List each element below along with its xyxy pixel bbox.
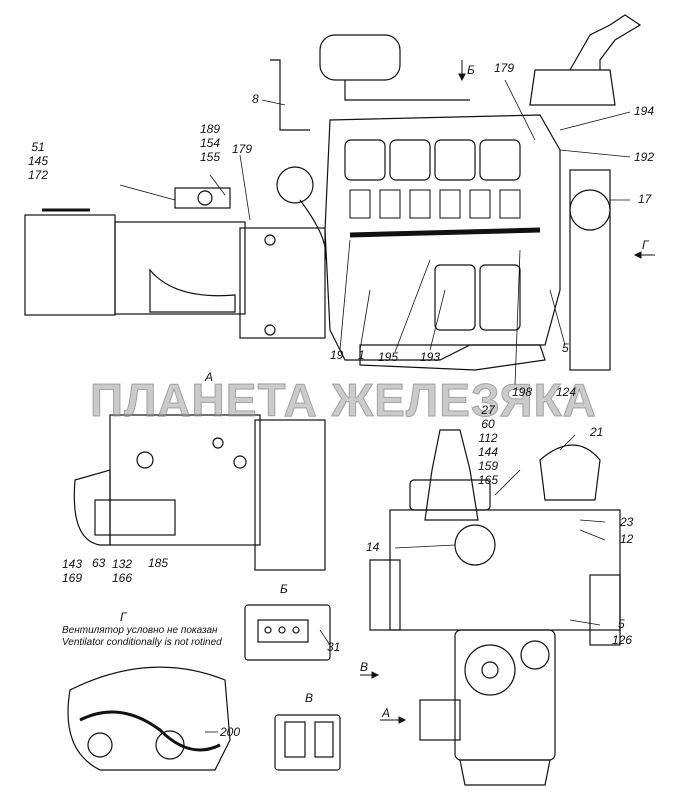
callout-stack-51: 51 145 172: [28, 140, 48, 182]
view-v-detail: [274, 714, 341, 771]
callout-stack-132: 132 166: [112, 557, 132, 585]
view-label-g-small: Г: [120, 610, 127, 624]
callout-21: 21: [590, 425, 604, 439]
callout-200: 200: [220, 725, 241, 739]
view-label-g-side: Г: [642, 238, 649, 252]
callout-stack-143: 143 169: [62, 557, 82, 585]
fuel-filter-1: [434, 264, 476, 331]
view-arrow-label-a: А: [382, 706, 391, 720]
fan-shroud: [569, 169, 611, 371]
callout-185: 185: [148, 556, 169, 570]
callout-179-left: 179: [232, 142, 253, 156]
callout-stack-189: 189 154 155: [200, 122, 220, 164]
callout-154: 154: [200, 136, 221, 150]
view-g-detail: [67, 666, 231, 771]
callout-179-right: 179: [494, 61, 515, 75]
callout-14: 14: [366, 540, 380, 554]
turbocharger: [276, 166, 314, 204]
view-label-b-small: Б: [280, 582, 288, 596]
callout-145: 145: [28, 154, 49, 168]
view-label-v-small: В: [305, 691, 314, 705]
callout-126: 126: [612, 633, 633, 647]
view-a-valve: [94, 499, 176, 536]
callout-51: 51: [31, 140, 45, 154]
fan-note-ru: Вентилятор условно не показан: [62, 625, 218, 636]
callout-124: 124: [556, 385, 577, 399]
shift-boot-base: [529, 69, 616, 106]
callout-189: 189: [200, 122, 221, 136]
fan-note: Вентилятор условно не показан Ventilator…: [62, 625, 222, 649]
air-cleaner: [319, 34, 401, 81]
fuel-filter-2: [479, 264, 521, 331]
front-air-cleaner: [539, 444, 601, 501]
oil-pan: [359, 344, 546, 371]
callout-195: 195: [378, 350, 399, 364]
callout-169: 169: [62, 571, 83, 585]
view-label-a: А: [205, 370, 214, 384]
callout-19: 19: [330, 348, 344, 362]
view-label-b-top: Б: [467, 63, 475, 77]
callout-193: 193: [420, 350, 441, 364]
view-b-detail: [244, 604, 331, 661]
callout-1: 1: [358, 348, 365, 362]
callout-63: 63: [92, 556, 106, 570]
callout-144: 144: [478, 445, 499, 459]
front-engine-block: [389, 509, 621, 631]
callout-23: 23: [620, 515, 634, 529]
callout-172: 172: [28, 168, 49, 182]
gearbox-end-housing: [24, 214, 116, 316]
callout-143: 143: [62, 557, 83, 571]
watermark-text: ПЛАНЕТА ЖЕЛЕЗЯКА: [90, 374, 597, 427]
callout-192: 192: [634, 150, 655, 164]
callout-8: 8: [252, 92, 259, 106]
callout-112: 112: [478, 431, 498, 445]
callout-31: 31: [327, 640, 341, 654]
gearbox-housing: [114, 221, 246, 315]
callout-155: 155: [200, 150, 221, 164]
gearbox-lower-cover: [149, 268, 236, 313]
callout-27: 27: [481, 403, 495, 417]
view-a-gearbox: [109, 414, 261, 546]
main-side-view: [24, 14, 642, 371]
view-arrow-label-v: В: [360, 660, 369, 674]
fan-note-en: Ventilator conditionally is not rotined: [62, 637, 222, 648]
callout-194: 194: [634, 104, 655, 118]
callout-60: 60: [481, 417, 495, 431]
front-shift-boot: [424, 429, 479, 521]
front-filter-cap: [454, 524, 496, 566]
callout-17: 17: [638, 192, 652, 206]
callout-132: 132: [112, 557, 133, 571]
view-a-transmission: [73, 414, 326, 571]
callout-stack-27: 27 60 112 144 159 165: [478, 403, 498, 487]
clutch-housing: [239, 227, 326, 339]
callout-12: 12: [620, 532, 634, 546]
shift-lever: [569, 14, 642, 71]
callout-165: 165: [478, 473, 499, 487]
engine-block: [324, 114, 561, 361]
callout-159: 159: [478, 459, 499, 473]
front-crank-pulley: [464, 644, 516, 696]
gear-shift-valve: [174, 187, 231, 209]
front-view: [369, 429, 621, 786]
callout-5-lower: 5: [618, 617, 625, 631]
callout-5-upper: 5: [562, 341, 569, 355]
callout-166: 166: [112, 571, 133, 585]
callout-198: 198: [512, 385, 533, 399]
